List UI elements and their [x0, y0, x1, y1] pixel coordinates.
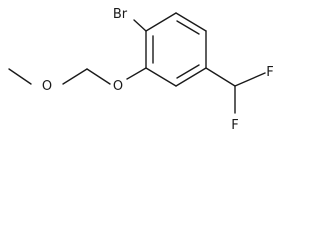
bond-o-ch3 [8, 68, 32, 85]
ring-bond-c1-c2 [145, 12, 177, 32]
bond-c4-cf2 [205, 67, 236, 87]
ring-bond-c2-c3 [175, 12, 207, 32]
atom-o-methoxy-label: O [42, 79, 52, 94]
bond-ch2-o [62, 68, 88, 85]
bond-o-ch2 [86, 68, 111, 85]
ring-double-bond-c2-c3 [176, 20, 200, 35]
atom-f-bottom-label: F [231, 118, 238, 133]
ring-double-bond-c4-c5 [176, 64, 200, 79]
bond-c1-br [133, 19, 147, 32]
atom-f-top-label: F [266, 65, 273, 80]
atom-o-ether-label: O [113, 79, 123, 94]
bond-c6-o [126, 67, 147, 80]
ring-bond-c5-c6 [145, 67, 177, 87]
atom-br-label: Br [113, 7, 128, 22]
structure-svg: Br O O F F [8, 7, 274, 133]
structure-canvas: Br O O F F [8, 7, 274, 133]
bond-cf2-f-top [234, 72, 266, 87]
ring-bond-c4-c5 [175, 67, 207, 87]
